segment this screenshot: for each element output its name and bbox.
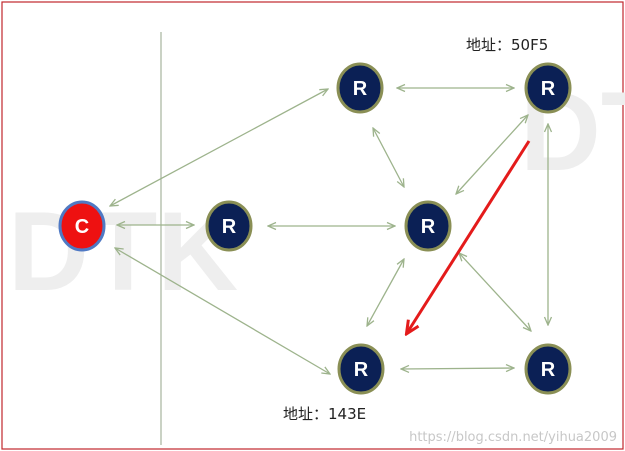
client-node-label: C (75, 216, 89, 238)
link-rcenter-rtopright (456, 115, 528, 194)
router-node-bottom-right[interactable]: R (524, 343, 572, 395)
route-arrow (407, 140, 531, 333)
router-node-center[interactable]: R (404, 200, 452, 252)
router-node-top[interactable]: R (336, 62, 384, 114)
address-label-top: 地址：50F5 (466, 36, 549, 54)
router-node-label: R (421, 216, 436, 238)
source-credit: https://blog.csdn.net/yihua2009 (409, 430, 617, 445)
link-rbottom-rbottomright (401, 368, 514, 369)
router-node-bottom[interactable]: R (337, 343, 385, 395)
link-c-rtop (110, 89, 328, 206)
link-rtop-rcenter (373, 128, 404, 187)
router-node-label: R (541, 359, 556, 381)
router-node-label: R (354, 359, 369, 381)
router-node-label: R (541, 78, 556, 100)
links (110, 88, 548, 374)
address-label-bottom: 地址：143E (283, 405, 367, 423)
watermark-dtk: DTK (8, 189, 238, 314)
router-node-top-right[interactable]: R (524, 62, 572, 114)
router-node-label: R (353, 78, 368, 100)
link-rcenter-rbottomright (459, 253, 531, 331)
router-node-left[interactable]: R (205, 200, 253, 252)
link-rcenter-rbottom (367, 259, 404, 326)
router-node-label: R (222, 216, 237, 238)
client-node[interactable]: C (58, 200, 106, 252)
link-c-rbottom (115, 248, 330, 374)
